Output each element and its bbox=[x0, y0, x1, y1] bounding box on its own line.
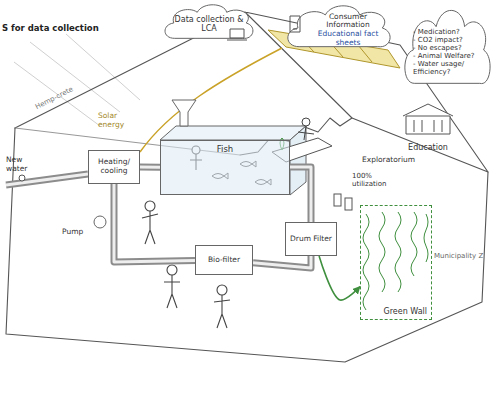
building-icon: Education bbox=[398, 100, 458, 152]
node-text: Consumer Information bbox=[306, 13, 390, 30]
cloud-bubble: Consumer InformationEducational fact she… bbox=[282, 0, 396, 56]
plant-scribble bbox=[411, 212, 417, 276]
building-outline bbox=[403, 104, 453, 134]
sun-ray bbox=[14, 34, 140, 126]
annotation-label: Hemp-crete bbox=[34, 85, 74, 111]
fish-tank: Fish bbox=[160, 140, 290, 195]
node-text: Fish bbox=[217, 145, 233, 155]
connector-group bbox=[140, 167, 160, 168]
pipe-highlight bbox=[253, 256, 311, 268]
node-text: - Medication? bbox=[413, 28, 460, 36]
node-text: - No escapes? bbox=[413, 44, 462, 52]
device-icon bbox=[227, 29, 247, 40]
plant-scribble bbox=[395, 212, 401, 292]
sun-rays bbox=[14, 34, 140, 126]
cloud-outline bbox=[405, 10, 490, 83]
inlet-pipe bbox=[6, 174, 88, 185]
connector-group bbox=[114, 184, 195, 262]
annotation-label: 100% utilization bbox=[352, 172, 396, 188]
house-wall bbox=[6, 128, 488, 362]
person-head bbox=[302, 118, 310, 126]
person-body bbox=[142, 211, 158, 244]
node-text: Heating/ cooling bbox=[90, 158, 138, 175]
process-box: Bio-filter bbox=[195, 245, 253, 275]
jar-symbol bbox=[345, 198, 352, 210]
node-text: Bio-filter bbox=[208, 256, 240, 265]
cloud-outline bbox=[288, 6, 390, 47]
feeder-funnel bbox=[172, 100, 196, 126]
annotation-label: Solar energy bbox=[98, 112, 142, 129]
node-text: Green Wall bbox=[383, 307, 427, 316]
connector-group bbox=[319, 256, 360, 300]
person-head bbox=[145, 201, 155, 211]
cloud-bubble: - Medication?- CO2 impact?- No escapes?-… bbox=[400, 0, 495, 100]
pipe-highlight bbox=[140, 166, 160, 169]
green-wall-plants bbox=[363, 212, 428, 310]
green-wall: Green Wall bbox=[360, 205, 432, 320]
process-box: Heating/ cooling bbox=[88, 150, 140, 184]
connector-group bbox=[253, 256, 311, 268]
water-pipe bbox=[253, 256, 311, 268]
water-pipe bbox=[114, 184, 195, 262]
annotation-label: S for data collection bbox=[2, 24, 99, 34]
cloud-outline bbox=[165, 5, 253, 39]
annotation-label: Exploratorium bbox=[362, 156, 415, 165]
connector-group bbox=[290, 167, 311, 222]
water-pipe bbox=[290, 167, 311, 222]
node-text: - Water usage/ Efficiency? bbox=[413, 60, 491, 76]
process-box: Drum Filter bbox=[285, 222, 337, 256]
valve-symbol bbox=[19, 175, 25, 181]
plant-scribble bbox=[363, 214, 369, 310]
annotation-label: Municipality Z bbox=[434, 252, 483, 260]
node-text: Educational fact sheets bbox=[306, 30, 390, 47]
node-text: - CO2 impact? bbox=[413, 36, 463, 44]
inlet-pipe-highlight bbox=[6, 174, 88, 185]
person-body bbox=[164, 275, 180, 308]
node-text: - Animal Welfare? bbox=[413, 52, 474, 60]
pipe-highlight bbox=[290, 167, 311, 222]
flow-arrow bbox=[319, 256, 360, 300]
annotation-label: New water bbox=[6, 156, 40, 173]
fish-tank-side bbox=[290, 126, 306, 195]
jar-symbol bbox=[334, 194, 341, 206]
person-body bbox=[214, 295, 230, 328]
annotation-label: Pump bbox=[62, 228, 83, 237]
water-pipe bbox=[140, 164, 160, 171]
person-head bbox=[217, 285, 227, 295]
node-text: Education bbox=[408, 143, 448, 152]
pump-symbol bbox=[94, 216, 106, 228]
plant-scribble bbox=[379, 212, 385, 292]
pipe-highlight bbox=[114, 184, 195, 262]
device-icon bbox=[290, 16, 300, 32]
fish-tank-top bbox=[160, 126, 306, 140]
cloud-bubble: Data collection & LCA bbox=[160, 0, 258, 46]
node-text: Data collection & LCA bbox=[170, 15, 248, 33]
person-head bbox=[167, 265, 177, 275]
plant-scribble bbox=[424, 214, 428, 262]
node-text: Drum Filter bbox=[290, 235, 332, 244]
person-body bbox=[298, 126, 314, 140]
